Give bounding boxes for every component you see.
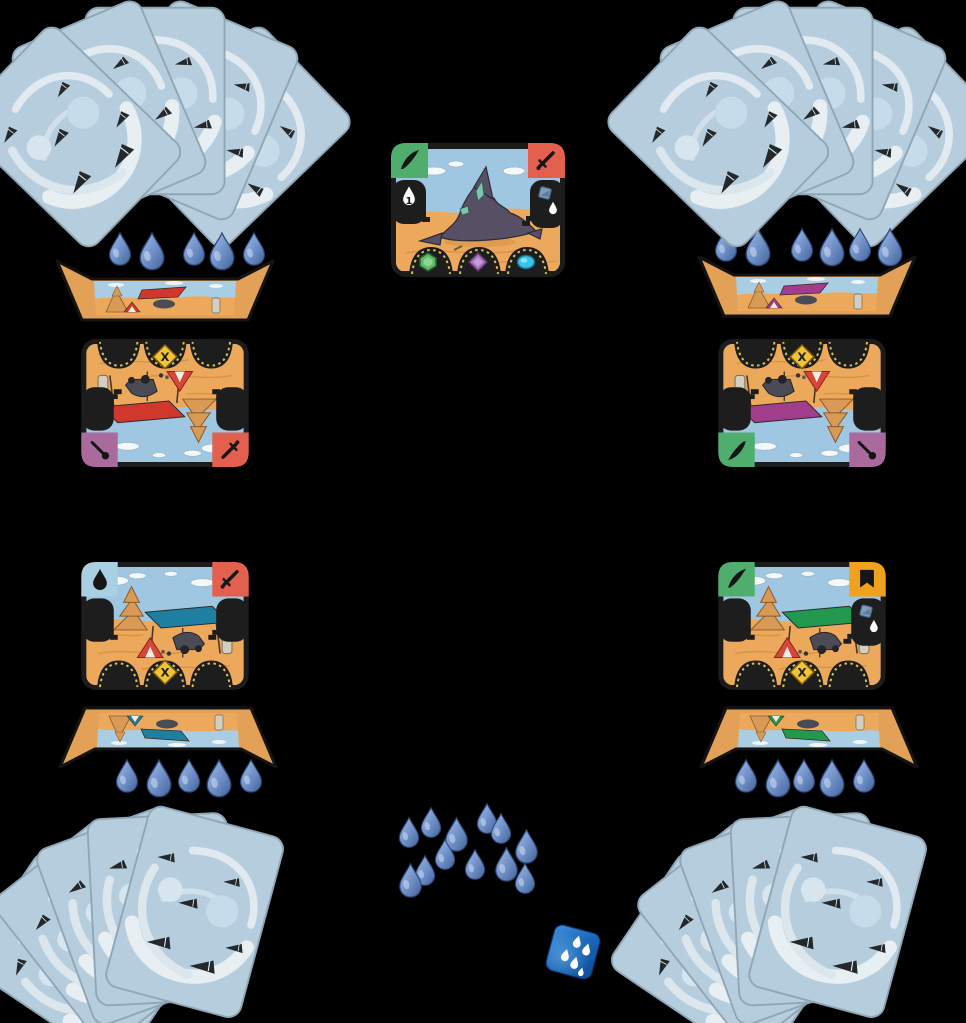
x-badge: X	[152, 659, 178, 686]
water-drop-token[interactable]	[488, 812, 514, 846]
svg-text:X: X	[797, 349, 806, 363]
corner-blob	[719, 598, 885, 646]
corner-blob	[719, 387, 885, 431]
hand-bottom-left-player	[2, 792, 312, 1023]
corner-blob	[392, 180, 564, 228]
water-pool	[388, 800, 548, 906]
water-die[interactable]	[543, 922, 603, 982]
green-gem	[419, 252, 437, 272]
tray-graphic	[57, 700, 279, 776]
water-drop-token[interactable]	[418, 806, 444, 840]
die-pip-drop	[580, 941, 594, 957]
played-card-top-right[interactable]: X	[717, 338, 887, 468]
svg-text:X: X	[160, 349, 169, 363]
x-badge: X	[789, 343, 815, 370]
x-badge: X	[152, 343, 178, 370]
corner-blob	[82, 387, 248, 431]
water-tray-bottom-left[interactable]	[57, 700, 279, 776]
x-badge: X	[789, 659, 815, 686]
drop-value: 1	[406, 196, 413, 207]
tray-graphic	[54, 252, 276, 328]
water-drop-token[interactable]	[396, 862, 425, 900]
water-drop-token[interactable]	[512, 862, 538, 896]
water-drop-token[interactable]	[462, 848, 488, 882]
played-card-bottom-left[interactable]: X	[80, 561, 250, 691]
water-tray-bottom-right[interactable]	[698, 700, 920, 776]
svg-text:X: X	[160, 666, 169, 680]
slate-gem	[537, 185, 553, 201]
center-wreck-card[interactable]: 1	[390, 142, 566, 278]
played-card-bottom-right[interactable]: X	[717, 561, 887, 691]
cyan-gem	[516, 254, 536, 270]
corner-blob	[82, 598, 248, 642]
water-tray-top-left[interactable]	[54, 252, 276, 328]
tray-graphic	[698, 700, 920, 776]
hand-bottom-right-player	[645, 792, 955, 1023]
die-pip-drop	[576, 966, 586, 978]
hand-top-left-player	[0, 0, 310, 235]
played-card-top-left[interactable]: X	[80, 338, 250, 468]
slate-gem	[858, 604, 874, 619]
svg-text:X: X	[797, 666, 806, 680]
tray-graphic	[696, 248, 918, 324]
water-tray-top-right[interactable]	[696, 248, 918, 324]
hand-top-right-player	[648, 0, 958, 235]
